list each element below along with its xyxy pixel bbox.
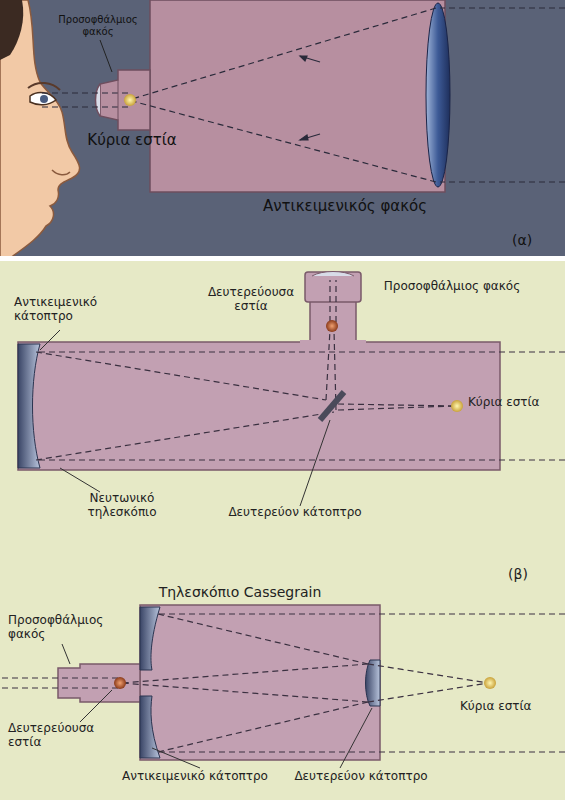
part-label: Τηλεσκόπιο Cassegrain [130,584,350,600]
part-label: Δευτερεύον κάτοπτρο [286,770,436,784]
part-label: Νευτωνικό τηλεσκόπιο [62,492,182,520]
part-label: Κύρια εστία [460,700,560,714]
part-label: Δευτερεύουσα εστία [196,286,306,314]
part-label: Κύρια εστία [82,132,182,149]
part-label: Κύρια εστία [468,396,560,410]
part-label: (β) [508,566,548,582]
part-label: Αντικειμενικό κάτοπτρο [14,296,124,324]
part-label: (α) [512,232,552,248]
part-label: Δευτερεύουσα εστία [8,722,108,750]
part-label: Προσοφθάλμιος φακός [372,280,532,294]
part-label: Δευτερεύον κάτοπτρο [200,506,390,520]
part-label: Προσοφθάλμιος φακός [56,14,140,37]
part-label: Αντικειμενικός φακός [230,198,460,215]
part-label: Προσοφθάλμιος φακός [8,614,104,642]
part-label: Αντικειμενικό κάτοπτρο [100,770,290,784]
